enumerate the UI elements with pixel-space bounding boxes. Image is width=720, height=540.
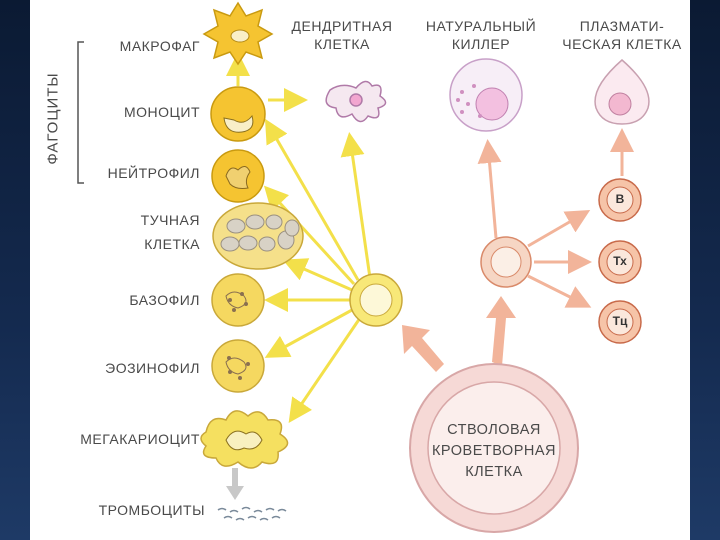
diagram-slide: ФАГОЦИТЫ МАКРОФАГ МОНОЦИТ НЕЙТРОФИЛ ТУЧН… bbox=[30, 0, 690, 540]
stem-cell-nucleus bbox=[427, 381, 561, 515]
arrow-to-eosinophil bbox=[264, 308, 353, 358]
arrow-to-neutrophil bbox=[263, 185, 356, 286]
eosinophil-cell bbox=[211, 339, 265, 393]
label-plasma-line1: ПЛАЗМАТИ- bbox=[579, 18, 665, 34]
hematopoiesis-diagram bbox=[77, 1, 650, 533]
basophil-granules bbox=[225, 291, 248, 312]
phagocytes-label-wrap: ФАГОЦИТЫ bbox=[38, 58, 68, 178]
monocyte-cell bbox=[210, 86, 266, 142]
cytotoxic-t-label: Тц bbox=[612, 314, 628, 328]
arrow-to-natural-killer bbox=[477, 139, 502, 239]
label-stem-line3: КЛЕТКА bbox=[465, 464, 523, 480]
plasma-cell bbox=[594, 59, 650, 125]
label-dendritic: ДЕНДРИТНАЯ КЛЕТКА bbox=[282, 17, 402, 53]
phagocytes-label: ФАГОЦИТЫ bbox=[44, 71, 62, 165]
label-megakaryocyte: МЕГАКАРИОЦИТ bbox=[80, 431, 200, 447]
arrow-to-cytotoxic-t bbox=[527, 274, 592, 308]
arrow-to-mast-cell bbox=[282, 258, 353, 292]
label-nk-line1: НАТУРАЛЬНЫЙ bbox=[425, 18, 537, 34]
lymphoid-progenitor-nucleus bbox=[490, 246, 522, 278]
arrow-to-platelets bbox=[226, 468, 244, 500]
neutrophil-nucleus bbox=[225, 166, 251, 189]
label-basophil: БАЗОФИЛ bbox=[129, 292, 200, 308]
arrow-to-monocyte bbox=[265, 118, 360, 281]
megakaryocyte-nucleus bbox=[225, 430, 263, 451]
helper-t-label: Тх bbox=[613, 254, 627, 268]
arrow-stem-to-myeloid bbox=[402, 325, 444, 372]
label-nk-line2: КИЛЛЕР bbox=[451, 36, 511, 52]
plasma-nucleus bbox=[608, 92, 632, 116]
label-mast-line2: КЛЕТКА bbox=[144, 236, 200, 252]
mast-granules bbox=[220, 214, 300, 252]
arrow-stem-to-lymphoid bbox=[486, 296, 516, 366]
eosinophil-granules bbox=[225, 356, 250, 380]
phagocytes-bracket bbox=[77, 41, 84, 184]
label-monocyte: МОНОЦИТ bbox=[123, 104, 200, 120]
label-mast-line1: ТУЧНАЯ bbox=[140, 212, 200, 228]
label-macrophage: МАКРОФАГ bbox=[119, 38, 200, 54]
myeloid-arrows bbox=[226, 52, 372, 423]
label-neutrophil: НЕЙТРОФИЛ bbox=[107, 165, 200, 181]
label-plasma-line2: ЧЕСКАЯ КЛЕТКА bbox=[562, 36, 682, 52]
natural-killer-nucleus bbox=[475, 87, 509, 121]
label-stem-cell: СТВОЛОВАЯ КРОВЕТВОРНАЯ КЛЕТКА bbox=[414, 420, 574, 483]
platelets bbox=[217, 506, 287, 521]
b-cell-label: B bbox=[615, 192, 625, 206]
label-stem-line2: КРОВЕТВОРНАЯ bbox=[431, 443, 557, 459]
label-platelets: ТРОМБОЦИТЫ bbox=[98, 502, 205, 518]
label-stem-line1: СТВОЛОВАЯ bbox=[447, 422, 541, 438]
monocyte-nucleus bbox=[223, 114, 254, 133]
label-dendritic-line1: ДЕНДРИТНАЯ bbox=[291, 18, 393, 34]
label-eosinophil: ЭОЗИНОФИЛ bbox=[105, 360, 200, 376]
arrow-to-megakaryocyte bbox=[288, 317, 362, 423]
natural-killer-granules bbox=[456, 84, 482, 118]
arrow-to-b-cell bbox=[527, 209, 591, 248]
arrow-to-dendritic bbox=[340, 132, 372, 279]
dendritic-cell bbox=[325, 80, 387, 123]
label-plasma: ПЛАЗМАТИ- ЧЕСКАЯ КЛЕТКА bbox=[554, 17, 690, 53]
label-natural-killer: НАТУРАЛЬНЫЙ КИЛЛЕР bbox=[416, 17, 546, 53]
basophil-cell bbox=[211, 273, 265, 327]
label-dendritic-line2: КЛЕТКА bbox=[314, 36, 370, 52]
macrophage-nucleus bbox=[230, 29, 250, 43]
lymphoid-arrows bbox=[402, 296, 516, 372]
